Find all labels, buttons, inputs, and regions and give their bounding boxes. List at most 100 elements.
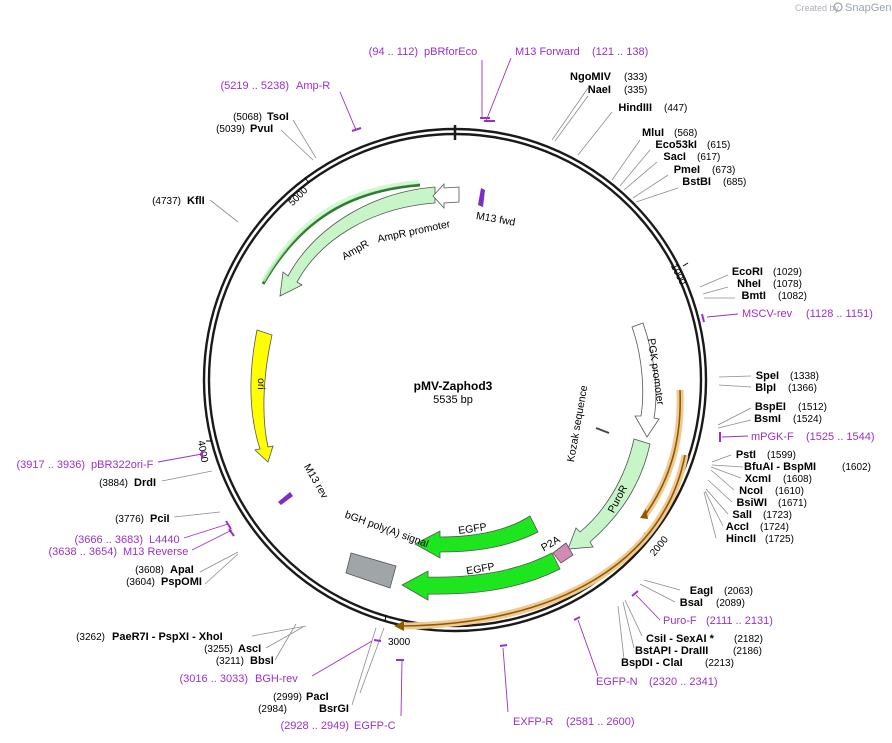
site-apai-pos: (3608) xyxy=(135,565,164,576)
site-paer7i-pspxi-xhoi[interactable]: PaeR7I - PspXI - XhoI xyxy=(112,631,223,643)
ori-label: ori xyxy=(255,378,267,390)
site-ngomiv[interactable]: NgoMIV xyxy=(570,71,612,83)
site-nhei-pos: (1078) xyxy=(773,279,802,290)
site-bsmi[interactable]: BsmI xyxy=(754,413,781,425)
feature-egfp-outer[interactable]: EGFP xyxy=(401,552,561,601)
site-bstbi-pos: (685) xyxy=(723,177,746,188)
site-tsoi[interactable]: TsoI xyxy=(267,111,289,123)
primer-bghrev[interactable]: BGH-rev xyxy=(255,673,298,685)
primer-ampr[interactable]: Amp-R xyxy=(296,80,330,92)
site-hincii[interactable]: HincII xyxy=(726,533,756,545)
site-bstbi[interactable]: BstBI xyxy=(682,176,711,188)
site-lead-asci xyxy=(265,626,304,649)
site-nhei[interactable]: NheI xyxy=(737,278,761,290)
site-pcii[interactable]: PciI xyxy=(150,513,170,525)
site-bspdi-clai[interactable]: BspDI - ClaI xyxy=(621,657,683,669)
site-lead-naei xyxy=(554,95,589,142)
site-pvui[interactable]: PvuI xyxy=(250,123,273,135)
site-lead-csii xyxy=(624,599,643,637)
ampr-promoter-label: AmpR promoter xyxy=(376,218,451,245)
primer-egfpc[interactable]: EGFP-C xyxy=(354,720,396,732)
plasmid-name: pMV-Zaphod3 xyxy=(414,379,493,393)
site-lead-kfli xyxy=(209,199,239,223)
feature-m13-rev[interactable]: M13 rev xyxy=(278,462,331,505)
primer-purof[interactable]: Puro-F xyxy=(663,615,697,627)
site-lead-nhei xyxy=(702,286,729,295)
primer-exfpr[interactable]: EXFP-R xyxy=(513,716,553,728)
site-bsmi-pos: (1524) xyxy=(793,414,822,425)
primer-bghrev-range: (3016 .. 3033) xyxy=(180,673,249,685)
primer-mpgkf[interactable]: mPGK-F xyxy=(751,431,794,443)
feature-m13-fwd[interactable]: M13 fwd xyxy=(475,188,516,229)
site-bsrgi-pos: (2984) xyxy=(258,704,287,715)
site-sali[interactable]: SalI xyxy=(732,509,752,521)
site-saci[interactable]: SacI xyxy=(663,151,686,163)
site-kfli[interactable]: KflI xyxy=(187,195,205,207)
site-drdi[interactable]: DrdI xyxy=(134,477,156,489)
egfp-outer-arrow xyxy=(401,552,561,601)
site-spei[interactable]: SpeI xyxy=(756,370,779,382)
site-asci-pos: (3255) xyxy=(204,644,233,655)
feature-ori[interactable]: ori xyxy=(250,329,274,463)
site-hindiii[interactable]: HindIII xyxy=(618,102,652,114)
site-eagi[interactable]: EagI xyxy=(690,585,713,597)
site-drdi-pos: (3884) xyxy=(99,478,128,489)
primer-l4440[interactable]: L4440 xyxy=(149,534,180,546)
site-ecori[interactable]: EcoRI xyxy=(732,266,763,278)
tick-label-1000: 1000 xyxy=(668,262,688,287)
feature-pgk-promoter[interactable]: PGK promoter xyxy=(631,322,666,438)
tick-5000 xyxy=(304,177,310,184)
feature-puror[interactable]: PuroR xyxy=(567,438,651,550)
site-bsai[interactable]: BsaI xyxy=(680,597,703,609)
site-bsiwi[interactable]: BsiWI xyxy=(736,497,767,509)
primer-egfpn[interactable]: EGFP-N xyxy=(596,676,638,688)
primer-lead-l4440 xyxy=(183,523,229,539)
site-bspei[interactable]: BspEI xyxy=(755,401,786,413)
site-bstapi-draiii[interactable]: BstAPI - DraIII xyxy=(635,645,708,657)
site-blpi-pos: (1366) xyxy=(788,383,817,394)
orf-track-inner xyxy=(644,389,682,516)
site-mlui[interactable]: MluI xyxy=(642,127,664,139)
site-bmti[interactable]: BmtI xyxy=(742,290,766,302)
site-bsai-pos: (2089) xyxy=(716,598,745,609)
primer-lead-purof xyxy=(635,594,661,621)
site-paci[interactable]: PacI xyxy=(306,691,329,703)
feature-egfp-inner[interactable]: EGFP xyxy=(414,515,539,559)
site-csii-sexai-pos: (2182) xyxy=(734,634,763,645)
ampr-promoter-arrow xyxy=(432,182,460,210)
site-pspomi[interactable]: PspOMI xyxy=(161,576,202,588)
site-csii-sexai[interactable]: CsiI - SexAI * xyxy=(646,633,715,645)
site-xcmi[interactable]: XcmI xyxy=(745,473,771,485)
m13-fwd-label: M13 fwd xyxy=(475,210,516,229)
site-lead-eagi xyxy=(643,579,681,591)
site-bfuai-bspmi[interactable]: BfuAI - BspMI xyxy=(744,461,816,473)
site-apai[interactable]: ApaI xyxy=(170,564,194,576)
egfp-inner-label: EGFP xyxy=(457,521,487,537)
site-lead-paci xyxy=(359,627,385,694)
site-pmei[interactable]: PmeI xyxy=(674,164,700,176)
site-lead-mlui xyxy=(611,139,641,181)
site-naei[interactable]: NaeI xyxy=(588,84,611,96)
site-bbsi[interactable]: BbsI xyxy=(250,655,274,667)
site-saci-pos: (617) xyxy=(697,152,720,163)
site-ncoi[interactable]: NcoI xyxy=(739,485,763,497)
site-eco53ki[interactable]: Eco53kI xyxy=(655,139,697,151)
primer-m13forward[interactable]: M13 Forward xyxy=(515,46,580,58)
primer-ampr-range: (5219 .. 5238) xyxy=(221,80,290,92)
primer-pbrforeco[interactable]: pBRforEco xyxy=(424,46,477,58)
primer-m13reverse[interactable]: M13 Reverse xyxy=(123,546,188,558)
primer-m13forward-range: (121 .. 138) xyxy=(592,46,648,58)
site-psti[interactable]: PstI xyxy=(736,449,756,461)
site-bsrgi[interactable]: BsrGI xyxy=(319,703,349,715)
site-lead-sali xyxy=(705,488,729,515)
feature-kozak[interactable]: Kozak sequence xyxy=(565,384,610,463)
site-pmei-pos: (673) xyxy=(712,165,735,176)
site-blpi[interactable]: BlpI xyxy=(755,382,776,394)
site-acci[interactable]: AccI xyxy=(726,521,749,533)
feature-bgh-polya[interactable]: bGH poly(A) signal xyxy=(343,509,430,589)
site-asci[interactable]: AscI xyxy=(238,643,261,655)
site-bmti-pos: (1082) xyxy=(778,291,807,302)
primer-pbr322orif[interactable]: pBR322ori-F xyxy=(91,459,154,471)
primer-mscvrev[interactable]: MSCV-rev xyxy=(742,308,793,320)
bgh-polya-label: bGH poly(A) signal xyxy=(343,509,430,550)
